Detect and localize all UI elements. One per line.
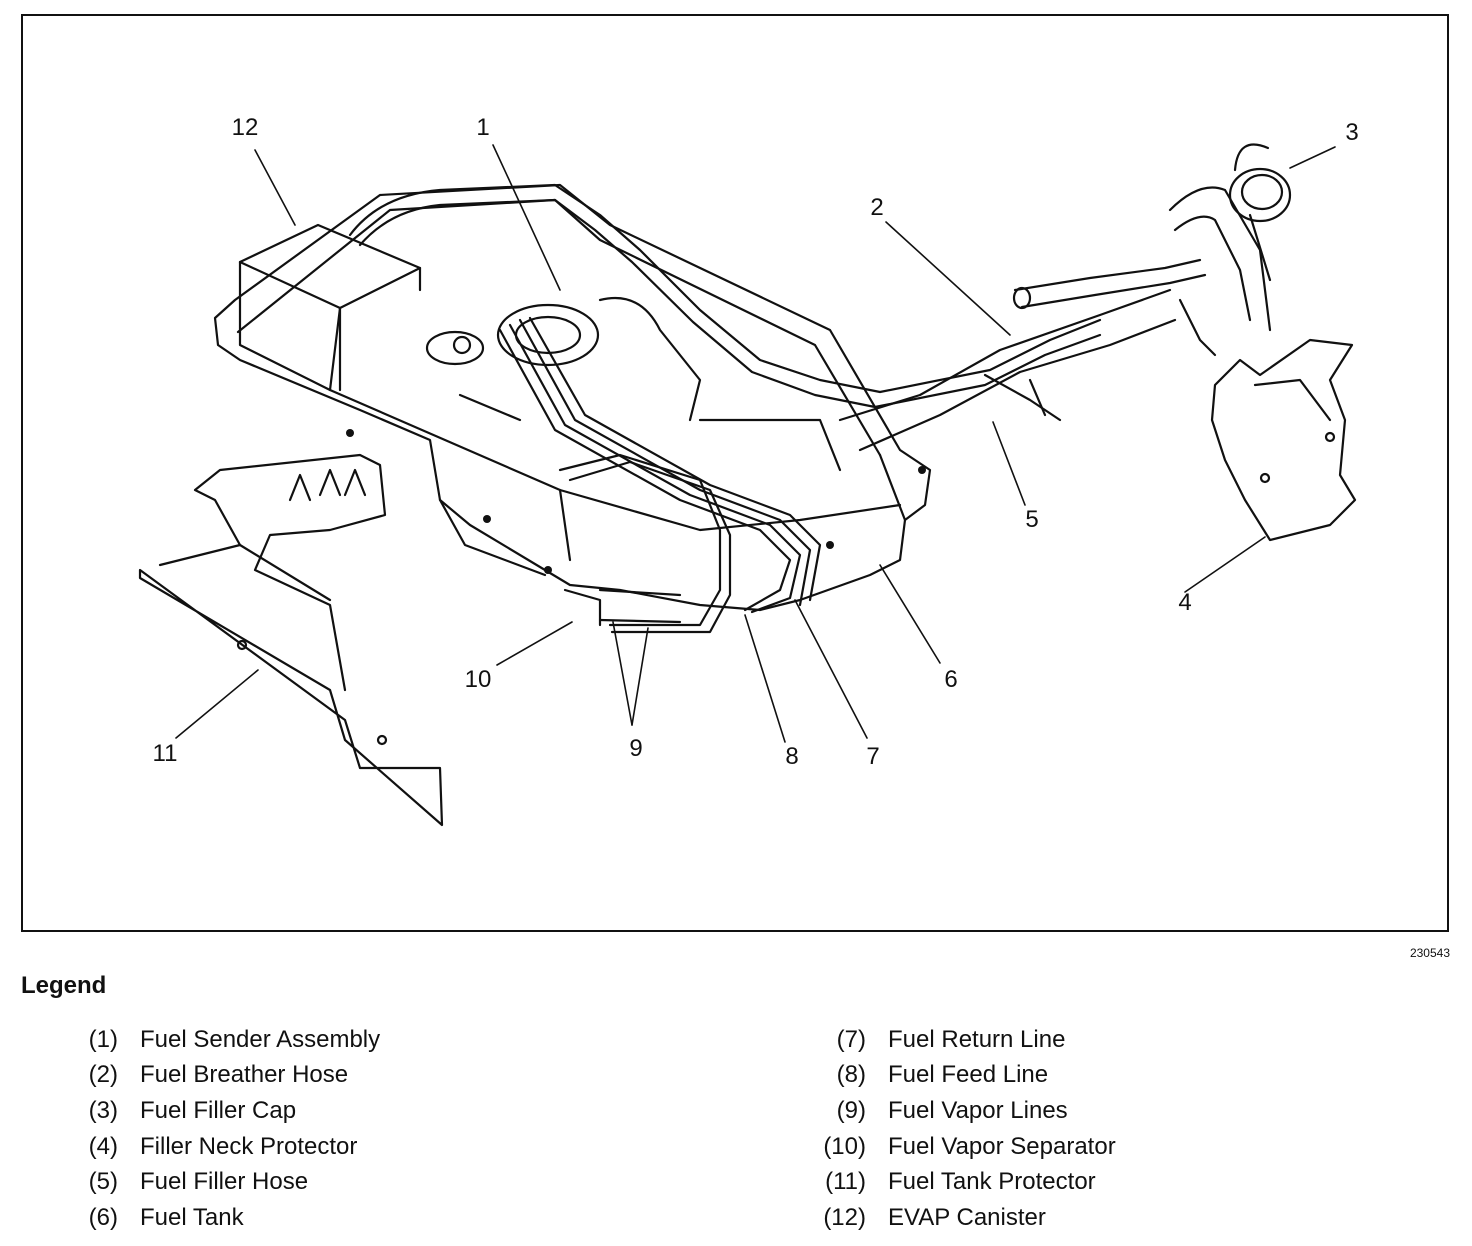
legend-title: Legend — [21, 972, 107, 999]
legend-item: (1) Fuel Sender Assembly — [66, 1022, 380, 1058]
leader-2 — [885, 221, 1011, 336]
evap-canister-drawing — [238, 223, 422, 392]
legend-item-number: (8) — [836, 1061, 866, 1089]
legend-item: (7) Fuel Return Line — [814, 1022, 1116, 1058]
leader-1 — [492, 144, 561, 291]
legend-item-text: Fuel Feed Line — [888, 1061, 1049, 1089]
legend-item-text: Fuel Sender Assembly — [140, 1025, 381, 1053]
leader-11 — [175, 669, 259, 739]
leader-7 — [794, 599, 868, 739]
legend-item: (3) Fuel Filler Cap — [66, 1093, 380, 1129]
legend-item-number: (2) — [88, 1061, 118, 1089]
filler-neck-protector-drawing — [1210, 338, 1357, 542]
callout-12: 12 — [231, 114, 259, 141]
leader-10 — [496, 621, 573, 666]
legend-item-number: (12) — [823, 1203, 866, 1231]
callout-leaders — [175, 144, 1336, 743]
figure-frame — [21, 14, 1449, 932]
legend-item-text: Fuel Vapor Lines — [888, 1096, 1068, 1124]
legend-item: (11) Fuel Tank Protector — [814, 1164, 1116, 1200]
callout-9: 9 — [629, 735, 643, 762]
fuel-system-diagram — [138, 143, 1357, 827]
figure-id: 230543 — [1409, 946, 1450, 960]
filler-cap-drawing — [1228, 143, 1292, 282]
legend-item-text: Fuel Tank — [140, 1203, 244, 1231]
filler-hose-drawing — [348, 183, 1272, 452]
legend-item-text: Fuel Return Line — [888, 1025, 1066, 1053]
leader-9a — [612, 621, 633, 726]
callout-7: 7 — [866, 743, 880, 770]
legend-item: (10) Fuel Vapor Separator — [814, 1129, 1116, 1165]
legend-item-number: (10) — [823, 1132, 866, 1160]
leader-6 — [879, 564, 941, 664]
leader-12 — [254, 149, 296, 226]
legend-item: (2) Fuel Breather Hose — [66, 1058, 380, 1094]
leader-8 — [744, 614, 786, 743]
legend-item: (4) Filler Neck Protector — [66, 1129, 380, 1165]
legend-item-text: Fuel Filler Hose — [140, 1168, 309, 1196]
legend-column-left: (1) Fuel Sender Assembly (2) Fuel Breather… — [66, 1022, 380, 1236]
leader-5 — [992, 421, 1026, 506]
legend-item-text: EVAP Canister — [888, 1203, 1046, 1231]
callout-2: 2 — [870, 194, 884, 221]
callout-3: 3 — [1345, 119, 1359, 146]
callout-10: 10 — [464, 666, 492, 693]
legend-item: (5) Fuel Filler Hose — [66, 1164, 380, 1200]
leader-4 — [1184, 536, 1266, 593]
callout-11: 11 — [152, 740, 178, 767]
legend-item-number: (9) — [836, 1096, 866, 1124]
legend-item: (8) Fuel Feed Line — [814, 1058, 1116, 1094]
leader-9b — [631, 627, 649, 726]
legend-item-number: (3) — [88, 1096, 118, 1124]
legend-item-text: Fuel Tank Protector — [888, 1168, 1096, 1196]
callout-5: 5 — [1025, 506, 1039, 533]
legend-item-text: Fuel Filler Cap — [140, 1096, 297, 1124]
legend-item-number: (1) — [88, 1025, 118, 1053]
legend-item: (6) Fuel Tank — [66, 1200, 380, 1236]
callout-1: 1 — [476, 114, 490, 141]
legend-item-text: Fuel Breather Hose — [140, 1061, 349, 1089]
legend-column-right: (7) Fuel Return Line (8) Fuel Feed Line (9… — [814, 1022, 1116, 1236]
legend-item-number: (5) — [88, 1168, 118, 1196]
legend-item-number: (7) — [836, 1025, 866, 1053]
fuel-sender-drawing — [425, 303, 600, 367]
leader-3 — [1289, 146, 1336, 169]
callout-4: 4 — [1178, 589, 1192, 616]
legend-item-number: (6) — [88, 1203, 118, 1231]
callout-8: 8 — [785, 743, 799, 770]
legend-item-text: Fuel Vapor Separator — [888, 1132, 1116, 1160]
legend-item-text: Filler Neck Protector — [140, 1132, 358, 1160]
legend-item: (9) Fuel Vapor Lines — [814, 1093, 1116, 1129]
fuel-tank-protector-drawing — [138, 453, 444, 827]
legend-item: (12) EVAP Canister — [814, 1200, 1116, 1236]
fuel-lines-drawing — [498, 316, 822, 634]
legend-item-number: (11) — [825, 1168, 866, 1196]
legend-item-number: (4) — [88, 1132, 118, 1160]
callout-6: 6 — [944, 666, 958, 693]
